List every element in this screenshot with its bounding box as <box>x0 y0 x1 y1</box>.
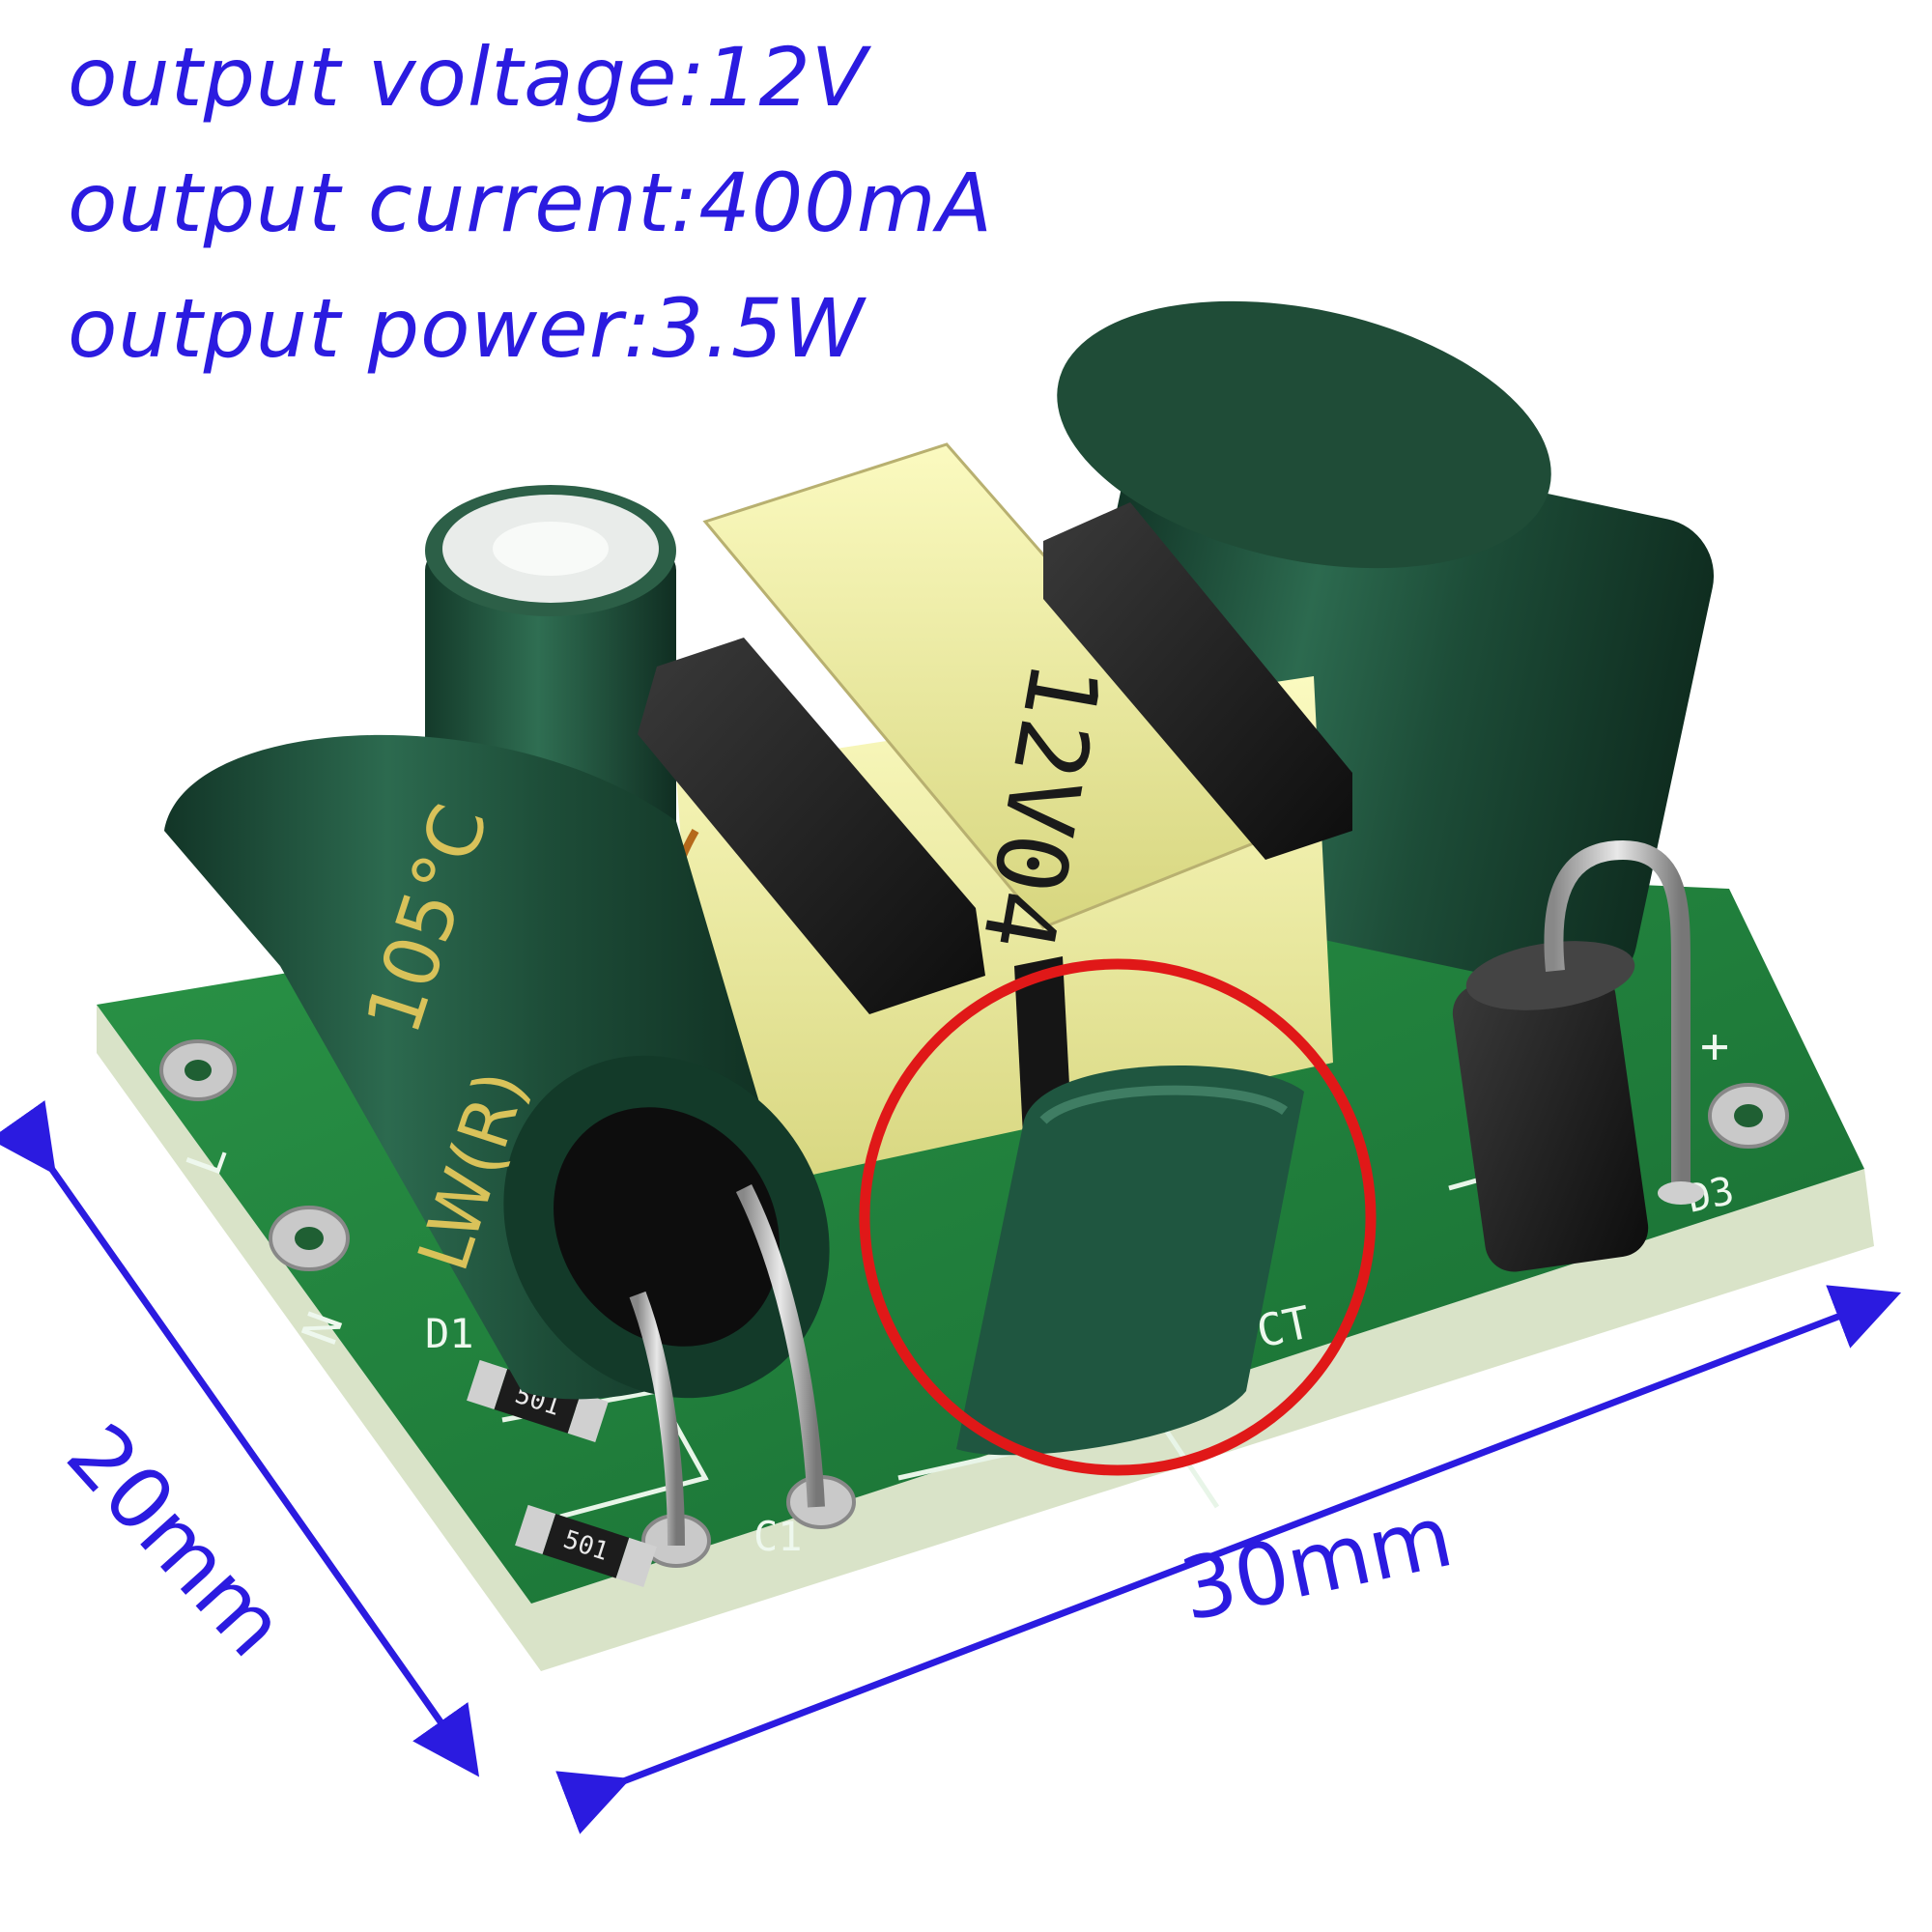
silk-plus-label: + <box>1700 1018 1729 1074</box>
silk-d1-label: D1 <box>425 1310 474 1357</box>
output-current-text: output current:400mA <box>68 156 994 250</box>
width-dimension-arrow <box>555 1285 1902 1834</box>
height-dimension-arrow <box>0 1100 480 1777</box>
silk-c1-label: C1 <box>753 1513 803 1560</box>
diode <box>1452 839 1704 1272</box>
output-voltage-text: output voltage:12V <box>68 30 868 125</box>
output-power-text: output power:3.5W <box>68 281 866 376</box>
